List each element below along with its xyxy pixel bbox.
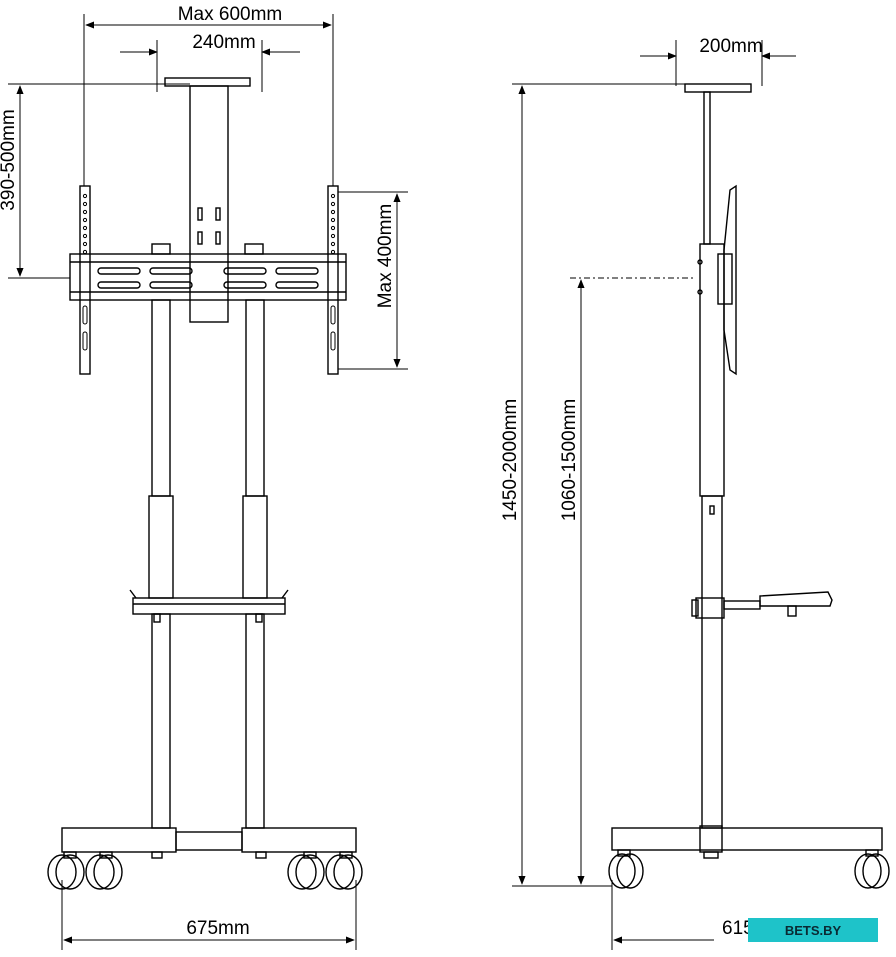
side-base <box>611 825 883 859</box>
center-column <box>189 85 229 323</box>
label-675: 675mm <box>186 918 249 939</box>
watermark-badge: BETS.BY <box>748 918 878 942</box>
side-lower-column <box>701 495 723 829</box>
front-view <box>47 77 363 890</box>
side-shelf <box>691 591 833 619</box>
label-390-500: 390-500mm <box>0 109 19 210</box>
side-top-plate <box>684 83 752 93</box>
side-dimension-lines <box>512 40 796 950</box>
label-240: 240mm <box>192 32 255 53</box>
label-1450-2000: 1450-2000mm <box>500 399 521 522</box>
label-max-600: Max 600mm <box>178 4 283 25</box>
side-vesa-plate <box>723 184 737 376</box>
mount-bar <box>69 253 347 301</box>
front-dimension-lines <box>8 14 408 950</box>
side-main-column <box>699 243 725 497</box>
side-dimension-labels: 200mm 1450-2000mm 1060-1500mm 615 <box>500 36 763 939</box>
side-view <box>608 83 890 889</box>
watermark-text: BETS.BY <box>785 923 842 938</box>
left-vesa-arm <box>79 185 91 375</box>
shelf-bar <box>129 589 289 623</box>
label-1060-1500: 1060-1500mm <box>559 399 580 522</box>
front-base <box>61 827 357 859</box>
right-vesa-arm <box>327 185 339 375</box>
label-200: 200mm <box>699 36 762 57</box>
label-615: 615 <box>722 918 754 939</box>
front-dimension-labels: Max 600mm 240mm 390-500mm Max 400mm 675m… <box>0 4 396 939</box>
top-plate <box>164 77 251 87</box>
side-wheels <box>608 849 890 889</box>
right-leg <box>242 299 268 829</box>
label-max-400: Max 400mm <box>375 204 396 309</box>
front-wheels <box>47 851 363 890</box>
left-leg <box>148 299 174 829</box>
side-upper-pole <box>703 91 711 245</box>
